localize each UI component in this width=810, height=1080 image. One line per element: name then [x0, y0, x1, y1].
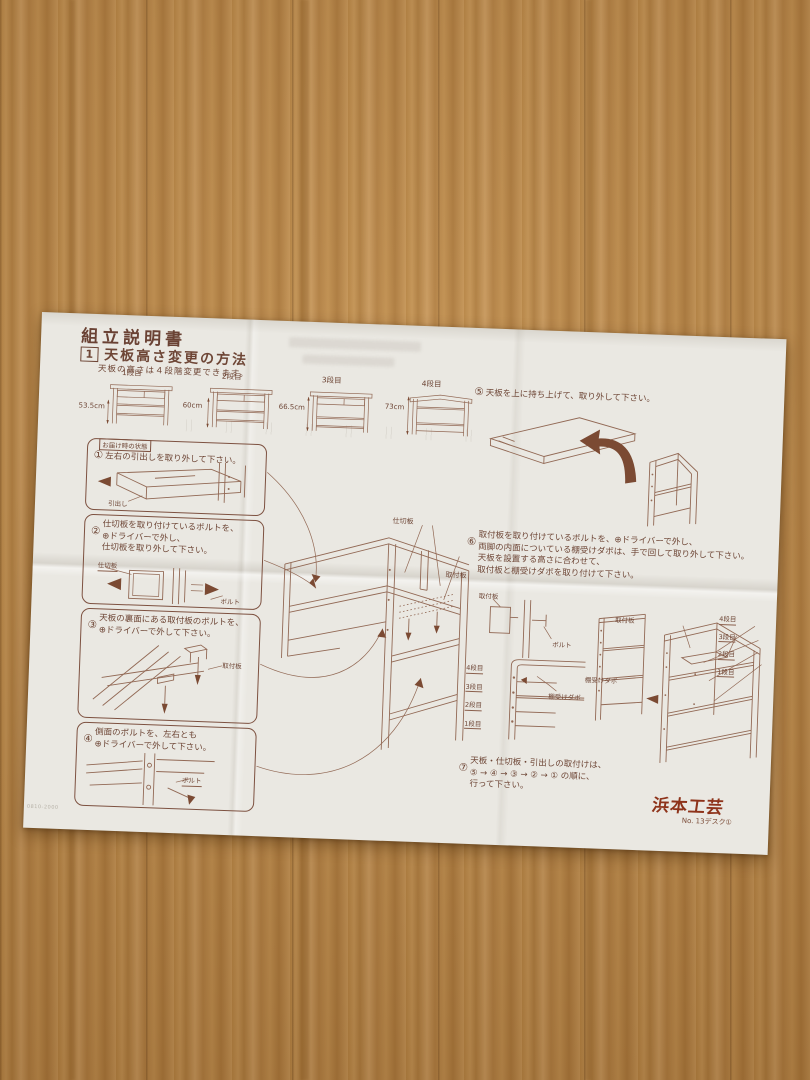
mount-plate-label: 取付板: [222, 661, 242, 671]
step-text: 仕切板を取り付けているボルトを、 ⊕ドライバーで外し、 仕切板を取り外して下さい…: [101, 519, 239, 557]
desk-front-sketch: [306, 391, 373, 433]
stage-label: 4段目: [421, 378, 442, 389]
height-diagram-row: 1段目 53.5cm お届け時の状態 2段目 60cm: [78, 366, 478, 465]
drawer-label: 引出し: [107, 499, 128, 509]
height-dimension: 53.5cm: [78, 401, 105, 411]
dowel-label: 棚受けダボ: [584, 676, 618, 686]
stage-label: 4段目: [719, 613, 737, 626]
bolt-label: ボルト: [181, 774, 202, 787]
drawer-removal-sketch: [97, 462, 246, 503]
dowel-label: 棚受けダボ: [548, 692, 581, 702]
step-text: 側面のボルトを、左右とも ⊕ドライバーで外して下さい。: [94, 727, 212, 753]
height-dimension: 60cm: [182, 401, 203, 410]
desk-front-sketch: [206, 387, 273, 430]
stage-label: 2段目: [717, 648, 736, 661]
step-text: 取付板を取り付けているボルトを、⊕ドライバーで外し、 両脚の内面についている棚受…: [477, 530, 750, 581]
height-dimension: 66.5cm: [278, 402, 306, 412]
stage-label: 1段目: [717, 665, 735, 678]
step-number: ⑥: [466, 535, 477, 549]
step-number: ②: [90, 524, 101, 538]
desk-front-sketch: [106, 384, 173, 426]
section-number-box: 1: [80, 345, 99, 362]
bleed-through-smudge: [288, 337, 422, 352]
stage-label: 2段目: [464, 698, 483, 711]
height-dimension: 73cm: [384, 402, 405, 412]
leg-stage-labels: 4段目 3段目 2段目 1段目: [464, 661, 484, 730]
plate-bolt-sketch: [92, 644, 223, 714]
stage-label: 3段目: [465, 680, 483, 693]
brand-logo: 浜本工芸: [650, 795, 726, 819]
center-desk-sketch: [281, 524, 470, 750]
center-partition-label: 仕切板: [392, 516, 414, 526]
step-number: ⑦: [458, 761, 469, 774]
top-board-lift-sketch: [489, 417, 699, 527]
instruction-sheet: 組立説明書 1 天板高さ変更の方法 天板の高さは４段階変更できます。 1段目 5…: [23, 312, 787, 855]
stage-label: 1段目: [121, 367, 142, 378]
plate-label: 取付板: [614, 616, 635, 625]
stage-label: 2段目: [221, 371, 242, 382]
plate-bolt-small-sketch: [489, 598, 552, 659]
print-code: 0810-2000: [26, 803, 59, 811]
desk-front-sketch: [406, 394, 473, 437]
step-number: ④: [83, 732, 94, 746]
model-number: No. 13デスク①: [681, 816, 732, 827]
side-bolt-sketch: [86, 753, 215, 806]
bolt-label: ボルト: [220, 597, 241, 607]
bleed-through-smudge: [302, 354, 395, 367]
height-diagram-4: 4段目 73cm: [383, 377, 478, 465]
height-diagram-1: 1段目 53.5cm お届け時の状態: [78, 366, 178, 454]
leg-dowel-sketch: [508, 659, 586, 740]
center-plate-label: 取付板: [445, 570, 467, 580]
step-number: ⑤: [474, 385, 484, 399]
stage-label: 1段目: [464, 717, 482, 730]
step-text: 天板・仕切板・引出しの取付けは、 ⑤ → ④ → ③ → ② → ① の順に、 …: [469, 755, 607, 792]
step-number: ③: [87, 618, 98, 632]
bolt-label: ボルト: [551, 640, 572, 650]
frame-stage-labels: 4段目 3段目 2段目 1段目: [717, 613, 737, 678]
partition-removal-sketch: [105, 567, 223, 605]
stage-label: 3段目: [321, 375, 342, 386]
stage-label: 4段目: [466, 661, 484, 674]
frame-assembly-sketch: [594, 613, 762, 763]
height-diagram-2: 2段目 60cm: [183, 369, 278, 457]
height-diagram-3: 3段目 66.5cm: [279, 373, 378, 461]
stage-label: 3段目: [718, 630, 736, 643]
